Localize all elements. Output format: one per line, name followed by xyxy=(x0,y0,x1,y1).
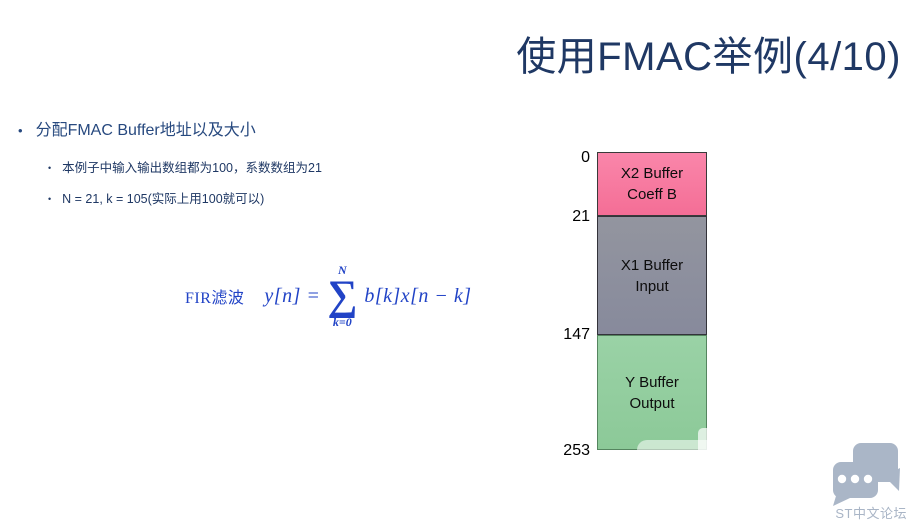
page-title: 使用FMAC举例(4/10) xyxy=(516,35,901,79)
block-subtitle: Output xyxy=(629,394,675,412)
address-tick: 0 xyxy=(581,149,590,166)
bullet-dot-icon: • xyxy=(18,123,23,138)
block-title: X1 Buffer xyxy=(620,256,684,274)
sub-bullet-item: • 本例子中输入输出数组都为100，系数数组为21 xyxy=(48,160,322,176)
address-tick: 21 xyxy=(572,208,590,225)
sub-bullet-item: • N = 21, k = 105(实际上用100就可以) xyxy=(48,191,264,207)
block-subtitle: Input xyxy=(635,277,669,295)
memory-block-x2: X2 Buffer Coeff B xyxy=(597,152,707,216)
bullet-dot-icon: • xyxy=(48,163,52,173)
sub-bullet-label: 本例子中输入输出数组都为100，系数数组为21 xyxy=(62,161,322,175)
formula-label: FIR滤波 xyxy=(185,290,245,307)
watermark-tab xyxy=(698,428,722,461)
bullet-label: 分配FMAC Buffer地址以及大小 xyxy=(35,122,256,139)
address-tick: 147 xyxy=(563,326,590,343)
forum-logo-text: ST中文论坛 xyxy=(835,506,907,521)
summation-lower-limit: k=0 xyxy=(332,315,352,329)
sub-bullet-label: N = 21, k = 105(实际上用100就可以) xyxy=(62,192,265,206)
chat-bubbles-icon xyxy=(833,443,900,506)
block-title: Y Buffer xyxy=(625,373,679,391)
formula-rhs: b[k]x[n − k] xyxy=(364,284,472,307)
formula-lhs: y[n] = xyxy=(264,284,321,307)
summation: N ∑ k=0 xyxy=(327,264,357,328)
bullet-dot-icon: • xyxy=(48,194,52,204)
bullet-item: • 分配FMAC Buffer地址以及大小 xyxy=(18,121,256,141)
block-title: X2 Buffer xyxy=(620,165,684,182)
memory-block-x1: X1 Buffer Input xyxy=(597,216,707,335)
sigma-icon: ∑ xyxy=(327,273,358,319)
memory-block-y: Y Buffer Output xyxy=(597,335,707,450)
block-subtitle: Coeff B xyxy=(627,186,677,203)
address-tick: 253 xyxy=(563,442,590,459)
fir-formula: FIR滤波 y[n] = N ∑ k=0 b[k]x[n − k] xyxy=(185,258,472,334)
summation-upper-limit: N xyxy=(338,263,347,277)
